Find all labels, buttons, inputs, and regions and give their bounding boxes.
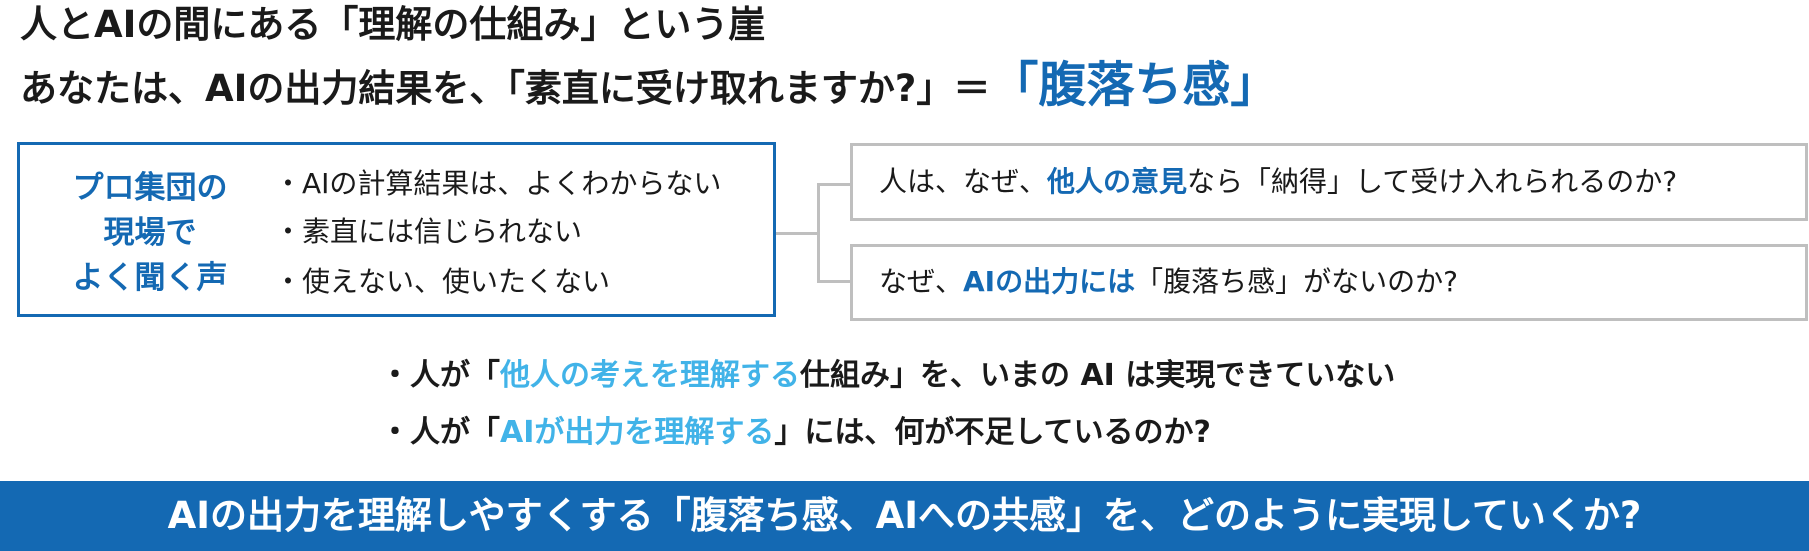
banner-background [0, 481, 1809, 551]
question-box: なぜ、AIの出力には「腹落ち感」がないのか? [850, 244, 1808, 321]
connector-line [776, 232, 818, 235]
connector-line [817, 280, 851, 283]
bullet-text: ・人が「 [380, 358, 500, 393]
question-text: なら「納得」して受け入れられるのか? [1187, 165, 1678, 198]
title-line-2-text: あなたは、AIの出力結果を、「素直に受け取れますか?」＝ [20, 67, 991, 110]
question-accent: 他人の意見 [1047, 165, 1188, 198]
connector-line [817, 183, 851, 186]
bullet-point: ・人が「AIが出力を理解する」には、何が不足しているのか? [380, 413, 1211, 453]
title-line-1: 人とAIの間にある「理解の仕組み」という崖 [20, 3, 766, 46]
question-text: なぜ、 [879, 265, 964, 298]
voice-item: ・素直には信じられない [274, 215, 583, 248]
question-text: 「腹落ち感」がないのか? [1135, 265, 1458, 298]
voice-item: ・AIの計算結果は、よくわからない [274, 167, 722, 200]
bullet-accent: AIが出力を理解する [500, 415, 775, 450]
voice-item: ・使えない、使いたくない [274, 265, 611, 298]
voices-heading-line: 現場で [103, 215, 197, 251]
bullet-text: ・人が「 [380, 415, 500, 450]
title-line-2-accent: 「腹落ち感」 [990, 57, 1279, 113]
bullet-accent: 他人の考えを理解する [500, 358, 800, 393]
voices-heading: プロ集団の 現場で よく聞く声 [40, 166, 260, 301]
banner-text: AIの出力を理解しやすくする「腹落ち感、AIへの共感」を、どのように実現していく… [167, 494, 1642, 537]
connector-line [817, 183, 820, 283]
question-accent: AIの出力には [963, 265, 1136, 298]
title-line-2: あなたは、AIの出力結果を、「素直に受け取れますか?」＝「腹落ち感」 [20, 61, 1278, 111]
bullet-text: 仕組み」を、いまの AI は実現できていない [800, 358, 1396, 393]
question-text: 人は、なぜ、 [879, 165, 1048, 198]
voices-heading-line: プロ集団の [72, 170, 228, 206]
bullet-point: ・人が「他人の考えを理解する仕組み」を、いまの AI は実現できていない [380, 356, 1395, 396]
voices-heading-line: よく聞く声 [72, 260, 228, 296]
bullet-text: 」には、何が不足しているのか? [774, 415, 1211, 450]
question-box: 人は、なぜ、他人の意見なら「納得」して受け入れられるのか? [850, 143, 1808, 221]
voices-box [17, 142, 776, 317]
